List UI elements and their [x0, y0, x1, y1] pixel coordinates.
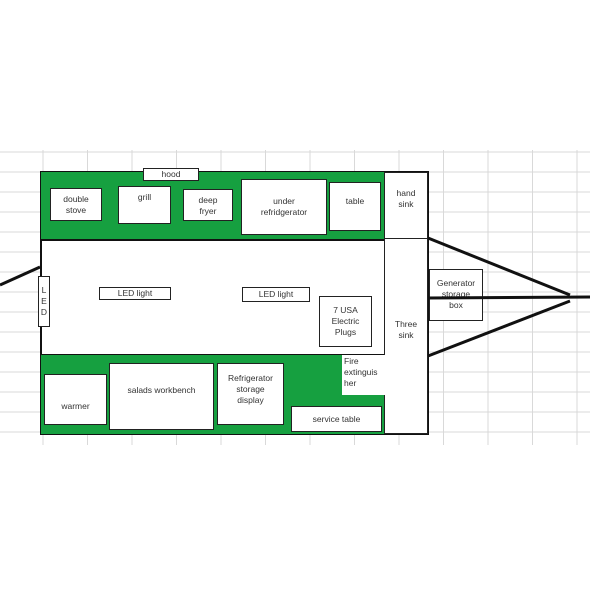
- led-vertical: L E D: [38, 276, 50, 327]
- hand-sink: hand sink: [384, 172, 428, 239]
- deep-fryer-label: deep fryer: [198, 195, 218, 216]
- hitch-center-line: [427, 295, 591, 300]
- warmer: warmer: [44, 374, 107, 425]
- three-sink: Three sink: [384, 238, 428, 434]
- hood-label: hood: [161, 169, 181, 179]
- three-sink-label: Three sink: [394, 319, 418, 340]
- double-stove-label: double stove: [63, 194, 89, 215]
- hitch-top-line: [427, 236, 571, 297]
- deep-fryer: deep fryer: [183, 189, 233, 221]
- salads-workbench: salads workbench: [109, 363, 214, 430]
- hood: hood: [143, 168, 199, 181]
- under-refrigerator: under refridgerator: [241, 179, 327, 235]
- grill-label: grill: [137, 192, 152, 202]
- led-light-2-label: LED light: [258, 289, 294, 299]
- salads-workbench-label: salads workbench: [127, 385, 196, 395]
- electric-plugs-label: 7 USA Electric Plugs: [331, 305, 360, 337]
- generator-storage-box: Generator storage box: [429, 269, 483, 321]
- hand-sink-label: hand sink: [396, 188, 416, 209]
- led-light-1-label: LED light: [117, 288, 153, 298]
- fire-extinguisher: Fire extinguis her: [342, 355, 385, 395]
- fire-extinguisher-label: Fire extinguis her: [344, 356, 378, 388]
- table-label: table: [345, 196, 365, 206]
- warmer-label: warmer: [61, 401, 90, 411]
- led-light-2: LED light: [242, 287, 310, 302]
- under-refrigerator-label: under refridgerator: [260, 196, 308, 217]
- service-table-label: service table: [312, 413, 361, 424]
- grill: grill: [118, 186, 171, 224]
- electric-plugs: 7 USA Electric Plugs: [319, 296, 372, 347]
- led-light-1: LED light: [99, 287, 171, 300]
- refrigerator-display: Refrigerator storage display: [217, 363, 284, 425]
- double-stove: double stove: [50, 188, 102, 221]
- service-table: service table: [291, 406, 382, 432]
- table: table: [329, 182, 381, 231]
- generator-box-label: Generator storage box: [436, 278, 476, 310]
- refrigerator-display-label: Refrigerator storage display: [228, 373, 273, 405]
- led-vertical-label: L E D: [40, 285, 48, 317]
- left-tow-line: [0, 265, 41, 287]
- hitch-bottom-line: [427, 299, 571, 358]
